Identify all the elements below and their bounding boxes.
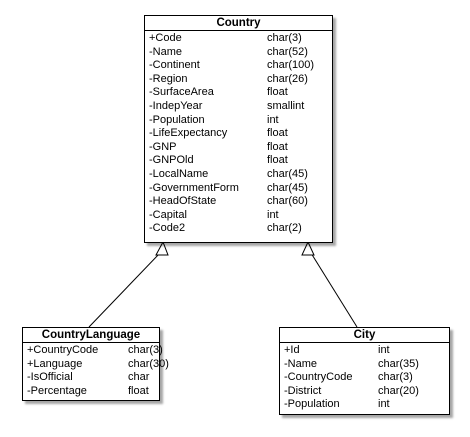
attribute-row: -IsOfficial char xyxy=(23,371,159,385)
attribute-type: float xyxy=(267,86,288,99)
attribute-row: -Region char(26) xyxy=(145,73,332,87)
class-city[interactable]: City +Id int -Name char(35) -CountryCode char… xyxy=(279,327,450,415)
attribute-name: -IndepYear xyxy=(149,99,203,112)
attribute-name: -LocalName xyxy=(149,167,209,180)
attribute-type: char(26) xyxy=(267,72,308,85)
attribute-type: int xyxy=(267,113,279,126)
attribute-row: +Code char(3) xyxy=(145,32,332,46)
attribute-name: -GNP xyxy=(149,140,177,153)
attribute-type: char(45) xyxy=(267,167,308,180)
attribute-type: float xyxy=(267,140,288,153)
attribute-name: -Capital xyxy=(149,208,187,221)
attribute-name: -Name xyxy=(149,45,183,58)
attribute-type: char(100) xyxy=(267,59,315,72)
attribute-type: char xyxy=(128,371,150,384)
attribute-name: -Population xyxy=(149,113,205,126)
attribute-type: float xyxy=(267,154,288,167)
attribute-type: char(3) xyxy=(267,32,302,44)
attribute-name: -LifeExpectancy xyxy=(149,127,228,140)
attribute-row: +CountryCode char(3) xyxy=(23,344,163,358)
attribute-row: +Id int xyxy=(280,344,449,358)
attribute-type: int xyxy=(378,398,390,411)
attribute-name: -Continent xyxy=(149,59,200,72)
attribute-row: -GNPOld float xyxy=(145,154,332,168)
attribute-list: +Code char(3) -Name char(52) -Continent char(… xyxy=(145,31,332,236)
attribute-type: char(30) xyxy=(128,357,169,370)
attribute-row: -Percentage float xyxy=(23,385,159,399)
attribute-type: float xyxy=(267,127,288,140)
attribute-type: char(52) xyxy=(267,45,308,58)
attribute-name: -Region xyxy=(149,72,188,85)
attribute-row: -Capital int xyxy=(145,209,332,223)
attribute-name: -Code2 xyxy=(149,222,186,235)
attribute-row: +Language char(30) xyxy=(23,357,169,372)
attribute-type: smallint xyxy=(267,99,305,112)
attribute-row: -Code2 char(2) xyxy=(145,222,332,236)
attribute-name: -Name xyxy=(284,357,318,370)
attribute-row: -Continent char(100) xyxy=(145,59,332,73)
attribute-name: +Language xyxy=(27,357,83,370)
city-generalization-arrowhead xyxy=(301,240,315,256)
attribute-row: -HeadOfState char(60) xyxy=(145,195,332,209)
attribute-row: -IndepYear smallint xyxy=(145,100,332,114)
attribute-name: +CountryCode xyxy=(27,344,99,356)
attribute-name: -Percentage xyxy=(27,384,87,397)
attribute-row: -Population int xyxy=(280,398,449,412)
attribute-row: -GovernmentForm char(45) xyxy=(145,182,332,196)
attribute-type: int xyxy=(378,344,390,356)
attribute-name: -CountryCode xyxy=(284,371,353,384)
attribute-row: -LifeExpectancy float xyxy=(145,127,332,141)
attribute-type: char(20) xyxy=(378,384,419,397)
attribute-row: -SurfaceArea float xyxy=(145,86,332,100)
attribute-row: -Name char(35) xyxy=(280,358,449,372)
attribute-name: +Id xyxy=(284,344,300,356)
class-name: City xyxy=(280,328,449,343)
attribute-type: char(35) xyxy=(378,357,419,370)
attribute-name: -IsOfficial xyxy=(27,371,73,384)
countrylanguage-generalization-arrowhead xyxy=(155,240,169,256)
attribute-row: -LocalName char(45) xyxy=(145,168,332,182)
attribute-type: char(45) xyxy=(267,181,308,194)
attribute-name: -District xyxy=(284,384,322,397)
attribute-type: int xyxy=(267,208,279,221)
attribute-row: -Population int xyxy=(145,114,332,128)
countrylanguage-to-country-line xyxy=(88,252,161,328)
class-name: CountryLanguage xyxy=(23,328,159,343)
attribute-row: -Name char(52) xyxy=(145,46,332,60)
class-name: Country xyxy=(145,16,332,31)
attribute-type: char(2) xyxy=(267,222,302,235)
city-to-country-line xyxy=(310,252,358,328)
attribute-name: -SurfaceArea xyxy=(149,86,214,99)
attribute-name: -GovernmentForm xyxy=(149,181,239,194)
attribute-type: char(3) xyxy=(128,344,163,356)
attribute-name: -Population xyxy=(284,398,340,411)
attribute-row: -CountryCode char(3) xyxy=(280,371,449,385)
attribute-name: +Code xyxy=(149,32,182,44)
attribute-type: char(60) xyxy=(267,195,308,208)
attribute-name: -GNPOld xyxy=(149,154,194,167)
attribute-type: char(3) xyxy=(378,371,413,384)
attribute-row: -GNP float xyxy=(145,141,332,155)
attribute-type: float xyxy=(128,384,149,397)
attribute-row: -District char(20) xyxy=(280,385,449,399)
attribute-name: -HeadOfState xyxy=(149,195,217,208)
